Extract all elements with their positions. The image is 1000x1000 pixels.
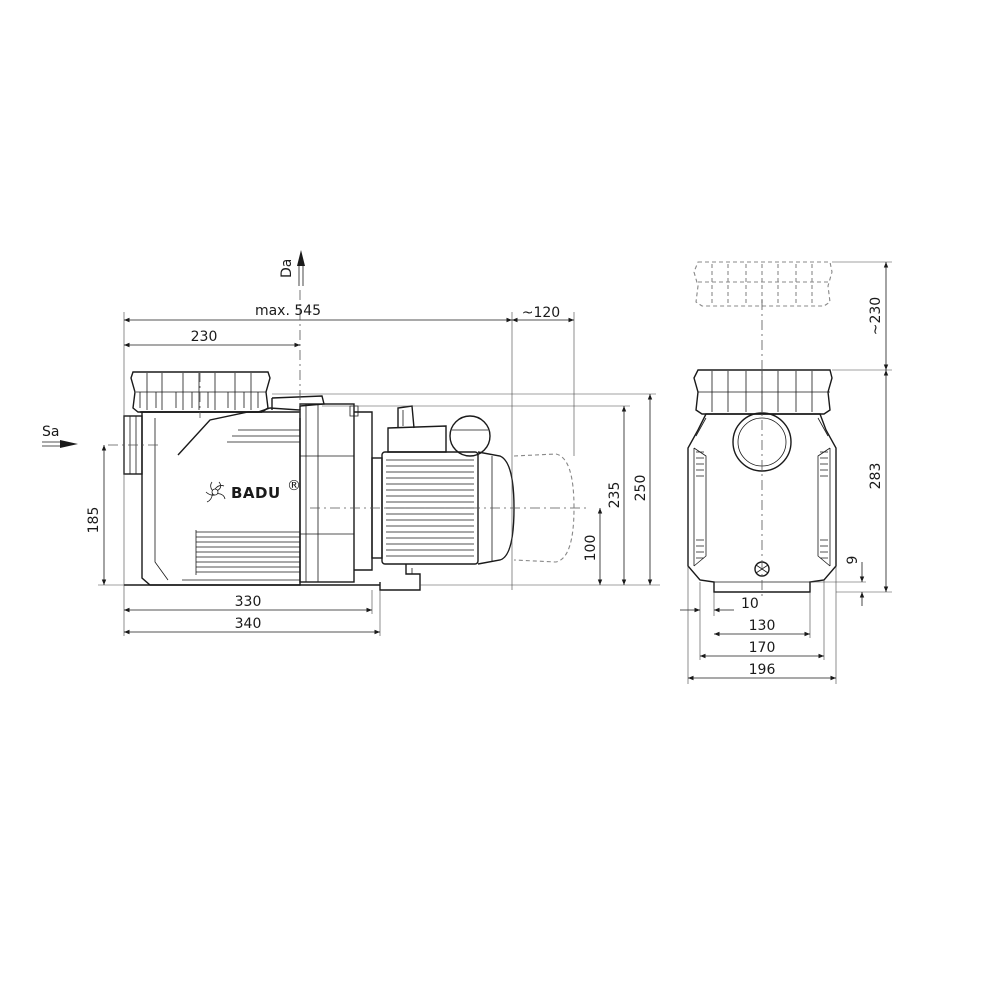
dim-base-length: 330	[235, 594, 262, 610]
removed-lid-outline	[693, 261, 833, 307]
dim-total-base: 340	[235, 616, 262, 632]
dim-total-height: 250	[633, 475, 649, 502]
logo-text: BADU	[231, 484, 281, 502]
dim-shaft-height: 100	[583, 535, 599, 562]
front-lid	[693, 369, 833, 415]
dim-suction-height: 185	[86, 507, 102, 534]
motor	[371, 405, 515, 591]
front-view: ~230 283 9 10 130 170	[680, 261, 892, 684]
dim-side-height: 283	[868, 463, 884, 490]
strainer-lid	[130, 371, 271, 413]
suction-label: Sa	[42, 424, 59, 440]
side-view: BADU ®	[42, 250, 660, 636]
front-housing	[687, 412, 837, 593]
logo-swirl-icon	[205, 481, 226, 503]
dim-foot-height: 9	[845, 556, 861, 565]
dim-foot-span: 170	[749, 640, 776, 656]
motor-flange	[271, 395, 373, 583]
discharge-arrow-icon	[297, 250, 305, 266]
front-dimensions: ~230 283 9 10 130 170	[680, 261, 892, 684]
dim-overall-length: max. 545	[255, 303, 321, 319]
discharge-label: Da	[279, 259, 295, 278]
fan-clearance-outline	[513, 453, 575, 563]
dim-lid-removal: ~230	[868, 297, 884, 335]
side-dimensions: max. 545 ~120 230 185 330 340 100	[86, 303, 660, 636]
dim-outlet-height: 235	[607, 482, 623, 509]
dim-total-width: 196	[749, 662, 776, 678]
registered-mark: ®	[287, 478, 301, 494]
dim-foot-offset: 10	[741, 596, 759, 612]
dim-housing-width: 230	[191, 329, 218, 345]
dim-bolt-spacing: 130	[749, 618, 776, 634]
badu-logo: BADU ®	[205, 478, 301, 503]
suction-arrow-icon	[60, 440, 78, 448]
suction-port-indicator: Sa	[42, 424, 78, 448]
dim-motor-clearance: ~120	[522, 305, 560, 321]
discharge-port-indicator: Da	[279, 250, 305, 286]
